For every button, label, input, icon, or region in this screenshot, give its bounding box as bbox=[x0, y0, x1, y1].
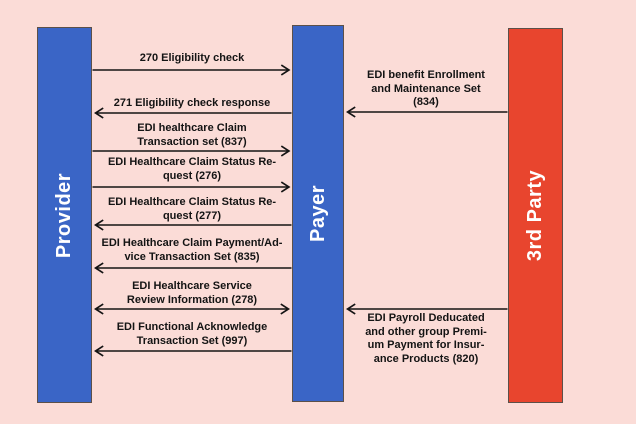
message-label-834-benefit-enrollment: EDI benefit Enrollment and Maintenance S… bbox=[367, 69, 485, 108]
actor-bar-payer: Payer bbox=[292, 25, 344, 402]
message-label-277-claim-status-response: EDI Healthcare Claim Status Re- quest (2… bbox=[107, 196, 277, 222]
message-label-271-eligibility-response: 271 Eligibility check response bbox=[113, 97, 271, 109]
message-label-837-claim-transaction: EDI healthcare Claim Transaction set (83… bbox=[137, 122, 247, 148]
actor-bar-third-party: 3rd Party bbox=[508, 28, 563, 403]
message-label-835-claim-payment-advice: EDI Healthcare Claim Payment/Ad- vice Tr… bbox=[101, 237, 283, 263]
message-label-270-eligibility-check: 270 Eligibility check bbox=[139, 52, 245, 64]
message-label-276-claim-status-request: EDI Healthcare Claim Status Re- quest (2… bbox=[107, 156, 277, 182]
message-label-997-functional-acknowledge: EDI Functional Acknowledge Transaction S… bbox=[116, 321, 268, 347]
actor-bar-provider: Provider bbox=[37, 27, 92, 403]
message-label-278-service-review: EDI Healthcare Service Review Informatio… bbox=[126, 280, 258, 306]
message-label-820-payroll-premium-payment: EDI Payroll Deducated and other group Pr… bbox=[365, 312, 487, 365]
